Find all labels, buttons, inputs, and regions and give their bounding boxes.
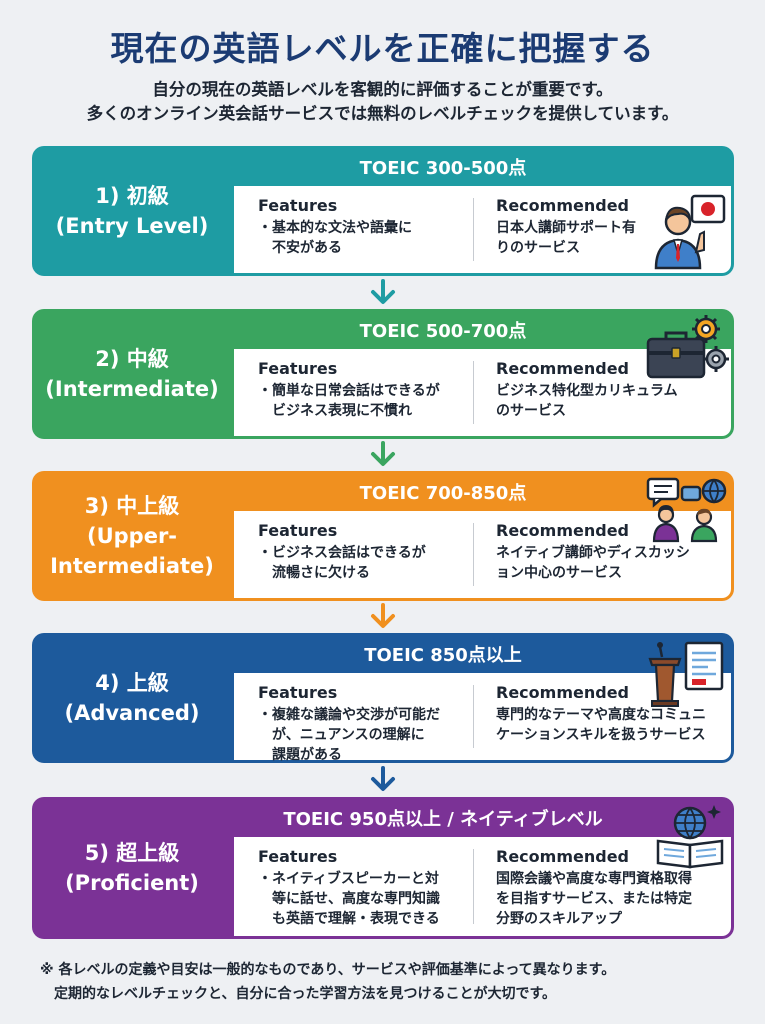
level-name-line: (Advanced) <box>64 701 200 725</box>
features-column: Features ・複雑な議論や交渉が可能だ が、ニュアンスの理解に 課題がある <box>258 683 466 763</box>
features-line: ・複雑な議論や交渉が可能だ <box>258 707 440 723</box>
level-card-upper-intermediate: TOEIC 700-850点 3) 中上級 (Upper- Intermedia… <box>32 471 734 601</box>
down-arrow-icon <box>371 279 395 304</box>
level-name-line: (Proficient) <box>65 871 199 895</box>
recommended-line: 日本人講師サポート有 <box>496 220 636 236</box>
level-detail-panel: Features ・複雑な議論や交渉が可能だ が、ニュアンスの理解に 課題がある… <box>234 673 731 763</box>
subtitle-line-2: 多くのオンライン英会話サービスでは無料のレベルチェックを提供しています。 <box>86 104 679 123</box>
level-range: TOEIC 700-850点 <box>359 483 527 504</box>
level-range: TOEIC 300-500点 <box>359 158 527 179</box>
column-divider <box>473 361 474 424</box>
features-line: ・簡単な日常会話はできるが <box>258 383 440 399</box>
recommended-line: ビジネス特化型カリキュラム <box>496 383 678 399</box>
level-detail-panel: Features ・ネイティブスピーカーと対 等に話せ、高度な専門知識 も英語で… <box>234 837 731 936</box>
features-column: Features ・ネイティブスピーカーと対 等に話せ、高度な専門知識 も英語で… <box>258 847 466 930</box>
recommended-line: ネイティブ講師やディスカッシ <box>496 545 690 561</box>
features-line: 等に話せ、高度な専門知識 <box>258 891 440 907</box>
recommended-label: Recommended <box>496 521 629 540</box>
features-column: Features ・簡単な日常会話はできるが ビジネス表現に不慣れ <box>258 359 466 430</box>
features-line: ・ネイティブスピーカーと対 <box>258 871 439 887</box>
features-label: Features <box>258 521 338 540</box>
level-detail-panel: Features ・ビジネス会話はできるが 流暢さに欠ける Recommende… <box>234 511 731 598</box>
recommended-column: Recommended ネイティブ講師やディスカッシ ョン中心のサービス <box>496 521 718 592</box>
level-detail-panel: Features ・基本的な文法や語彙に 不安がある Recommended 日… <box>234 186 731 273</box>
recommended-line: 国際会議や高度な専門資格取得 <box>496 871 692 887</box>
features-label: Features <box>258 847 338 866</box>
recommended-label: Recommended <box>496 359 629 378</box>
recommended-column: Recommended 日本人講師サポート有 りのサービス <box>496 196 718 267</box>
column-divider <box>473 849 474 924</box>
recommended-line: ョン中心のサービス <box>496 565 622 581</box>
features-line: ・基本的な文法や語彙に <box>258 220 412 236</box>
recommended-column: Recommended 専門的なテーマや高度なコミュニ ケーションスキルを扱うサ… <box>496 683 718 754</box>
down-arrow-icon <box>371 766 395 791</box>
features-line: ・ビジネス会話はできるが <box>258 545 426 561</box>
level-name-line: 1) 初級 <box>95 184 169 208</box>
page-title: 現在の英語レベルを正確に把握する <box>110 29 655 68</box>
footnote: ※ 各レベルの定義や目安は一般的なものであり、サービスや評価基準によって異なりま… <box>40 958 740 1006</box>
level-name-line: (Entry Level) <box>55 214 209 238</box>
recommended-line: のサービス <box>496 403 566 419</box>
level-range: TOEIC 950点以上 / ネイティブレベル <box>283 809 603 830</box>
level-name-line: 3) 中上級 <box>84 494 180 518</box>
footnote-line-2: 定期的なレベルチェックと、自分に合った学習方法を見つけることが大切です。 <box>40 986 557 1002</box>
features-line: が、ニュアンスの理解に <box>258 727 425 743</box>
features-label: Features <box>258 683 338 702</box>
level-name-line: 2) 中級 <box>95 347 169 371</box>
teacher-icon <box>654 194 726 270</box>
level-name-line: Intermediate) <box>50 554 214 578</box>
features-column: Features ・ビジネス会話はできるが 流暢さに欠ける <box>258 521 466 592</box>
level-name: 4) 上級 (Advanced) <box>32 633 232 763</box>
level-name: 3) 中上級 (Upper- Intermediate) <box>32 471 232 601</box>
level-name: 2) 中級 (Intermediate) <box>32 309 232 439</box>
recommended-line: を目指すサービス、または特定 <box>496 891 692 907</box>
features-label: Features <box>258 359 338 378</box>
down-arrow-icon <box>371 441 395 466</box>
recommended-column: Recommended 国際会議や高度な専門資格取得 を目指すサービス、または特… <box>496 847 718 930</box>
level-card-advanced: TOEIC 850点以上 4) 上級 (Advanced) Features ・… <box>32 633 734 763</box>
podium-document-icon <box>648 641 724 707</box>
column-divider <box>473 685 474 748</box>
features-line: も英語で理解・表現できる <box>258 911 440 927</box>
recommended-line: 専門的なテーマや高度なコミュニ <box>496 707 706 723</box>
level-card-entry: TOEIC 300-500点 1) 初級 (Entry Level) Featu… <box>32 146 734 276</box>
level-range: TOEIC 850点以上 <box>364 645 522 666</box>
level-name-line: (Upper- <box>86 524 178 548</box>
features-label: Features <box>258 196 338 215</box>
down-arrow-icon <box>371 603 395 628</box>
recommended-label: Recommended <box>496 196 629 215</box>
level-name-line: 5) 超上級 <box>84 841 180 865</box>
discussion-icon <box>646 477 727 543</box>
level-name: 1) 初級 (Entry Level) <box>32 146 232 276</box>
features-line: 流暢さに欠ける <box>258 565 370 581</box>
features-line: ビジネス表現に不慣れ <box>258 403 412 419</box>
page-subtitle: 自分の現在の英語レベルを客観的に評価することが重要です。 多くのオンライン英会話… <box>0 78 765 126</box>
level-name: 5) 超上級 (Proficient) <box>32 797 232 939</box>
footnote-line-1: ※ 各レベルの定義や目安は一般的なものであり、サービスや評価基準によって異なりま… <box>40 962 616 978</box>
recommended-line: りのサービス <box>496 240 580 256</box>
level-card-proficient: TOEIC 950点以上 / ネイティブレベル 5) 超上級 (Proficie… <box>32 797 734 939</box>
recommended-label: Recommended <box>496 683 629 702</box>
level-range: TOEIC 500-700点 <box>359 321 527 342</box>
column-divider <box>473 523 474 586</box>
recommended-line: 分野のスキルアップ <box>496 911 622 927</box>
globe-book-icon <box>656 805 724 869</box>
recommended-line: ケーションスキルを扱うサービス <box>496 727 706 743</box>
column-divider <box>473 198 474 261</box>
level-card-intermediate: TOEIC 500-700点 2) 中級 (Intermediate) Feat… <box>32 309 734 439</box>
recommended-label: Recommended <box>496 847 629 866</box>
level-name-line: (Intermediate) <box>45 377 219 401</box>
subtitle-line-1: 自分の現在の英語レベルを客観的に評価することが重要です。 <box>152 80 613 99</box>
features-line: 課題がある <box>258 747 342 763</box>
features-column: Features ・基本的な文法や語彙に 不安がある <box>258 196 466 267</box>
features-line: 不安がある <box>258 240 342 256</box>
briefcase-gears-icon <box>646 315 729 379</box>
recommended-column: Recommended ビジネス特化型カリキュラム のサービス <box>496 359 718 430</box>
level-name-line: 4) 上級 <box>95 671 169 695</box>
